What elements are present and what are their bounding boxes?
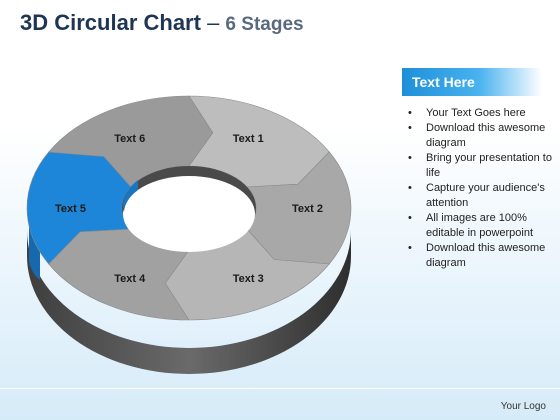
bullet-item: Download this awesome diagram bbox=[404, 241, 554, 271]
title-sub: 6 Stages bbox=[225, 14, 304, 35]
stage-label-5: Text 5 bbox=[55, 203, 86, 215]
page-title: 3D Circular Chart – 6 Stages bbox=[20, 10, 304, 36]
footer-divider bbox=[0, 388, 560, 389]
footer-logo: Your Logo bbox=[500, 401, 546, 412]
bullet-item: All images are 100% editable in powerpoi… bbox=[404, 211, 554, 241]
bullet-item: Bring your presentation to life bbox=[404, 151, 554, 181]
panel-heading: Text Here bbox=[402, 68, 542, 96]
bullet-item: Download this awesome diagram bbox=[404, 121, 554, 151]
ring-highlight-inner-wall bbox=[122, 180, 138, 212]
bullet-list: Your Text Goes hereDownload this awesome… bbox=[404, 106, 554, 271]
ring-outer-side bbox=[27, 230, 351, 374]
title-dash: – bbox=[200, 10, 226, 35]
stage-label-2: Text 2 bbox=[292, 203, 323, 215]
stage-label-1: Text 1 bbox=[233, 133, 264, 145]
title-main: 3D Circular Chart bbox=[20, 10, 201, 35]
ring-hole bbox=[123, 176, 255, 252]
panel-heading-text: Text Here bbox=[412, 74, 475, 90]
bullet-item: Capture your audience's attention bbox=[404, 181, 554, 211]
bullet-item: Your Text Goes here bbox=[404, 106, 554, 121]
stage-label-4: Text 4 bbox=[114, 273, 146, 285]
stage-label-3: Text 3 bbox=[233, 273, 264, 285]
stage-label-6: Text 6 bbox=[114, 133, 145, 145]
